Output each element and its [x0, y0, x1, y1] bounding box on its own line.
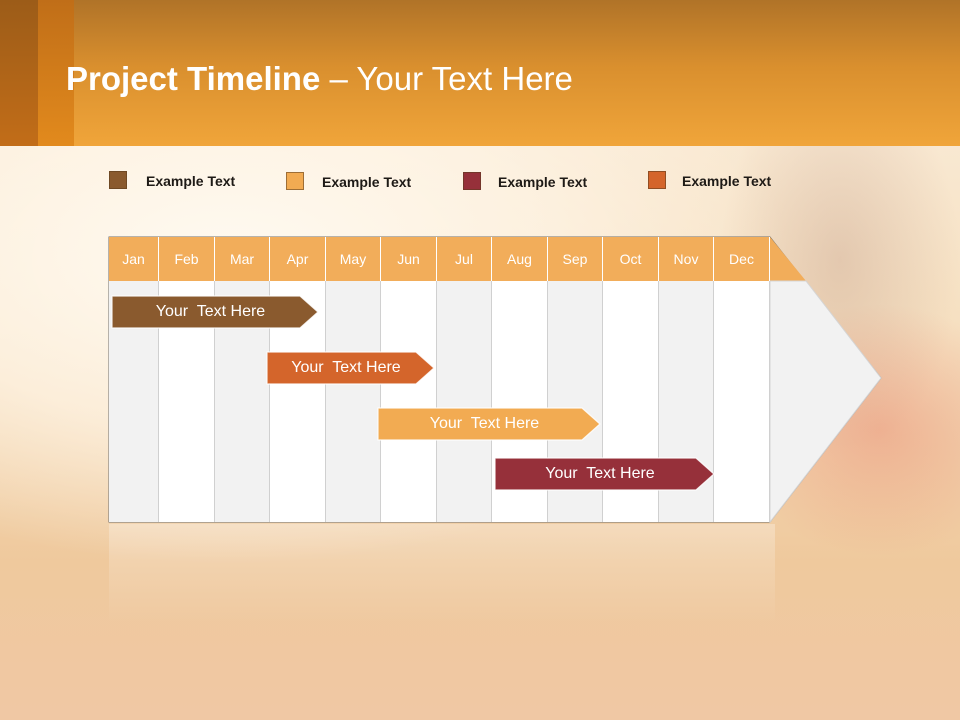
month-header-aug: Aug: [492, 237, 548, 281]
month-header-oct: Oct: [603, 237, 659, 281]
legend-swatch-4: [648, 171, 666, 189]
month-column: [381, 281, 437, 522]
task-bar-4: Your Text Here: [494, 457, 715, 491]
legend-swatch-1: [109, 171, 127, 189]
task-arrow-shape: [494, 457, 715, 491]
header-accent-band: [0, 0, 38, 146]
task-bar-1: Your Text Here: [111, 295, 319, 329]
task-arrow-shape: [111, 295, 319, 329]
header-banner: Project Timeline – Your Text Here: [0, 0, 960, 146]
month-header-sep: Sep: [548, 237, 603, 281]
task-bar-label: Your Text Here: [545, 465, 655, 482]
month-header-dec: Dec: [714, 237, 770, 281]
legend-label-1: Example Text: [146, 173, 236, 189]
legend-label-4: Example Text: [682, 173, 772, 189]
month-header-jun: Jun: [381, 237, 437, 281]
task-arrow-shape: [377, 407, 601, 441]
task-bar-2: Your Text Here: [266, 351, 435, 385]
month-header-apr: Apr: [270, 237, 326, 281]
timeline-reflection: [109, 524, 775, 624]
slide-title: Project Timeline – Your Text Here: [66, 60, 573, 98]
legend-swatch-2: [286, 172, 304, 190]
month-column: [437, 281, 492, 522]
month-header-nov: Nov: [659, 237, 714, 281]
month-header-jul: Jul: [437, 237, 492, 281]
legend-label-2: Example Text: [322, 174, 412, 190]
task-bar-label: Your Text Here: [155, 303, 266, 320]
month-header-jan: Jan: [109, 237, 159, 281]
month-header-feb: Feb: [159, 237, 215, 281]
legend-label-3: Example Text: [498, 174, 588, 190]
month-header-may: May: [326, 237, 381, 281]
month-column: [714, 281, 770, 522]
legend-swatch-3: [463, 172, 481, 190]
month-column: [326, 281, 381, 522]
slide-title-bold: Project Timeline: [66, 60, 321, 97]
task-bar-label: Your Text Here: [429, 415, 540, 432]
task-bar-label: Your Text Here: [291, 359, 401, 376]
month-header-mar: Mar: [215, 237, 270, 281]
task-bar-3: Your Text Here: [377, 407, 601, 441]
header-accent-band-2: [38, 0, 74, 146]
slide-title-rest: – Your Text Here: [320, 60, 573, 97]
task-arrow-shape: [266, 351, 435, 385]
